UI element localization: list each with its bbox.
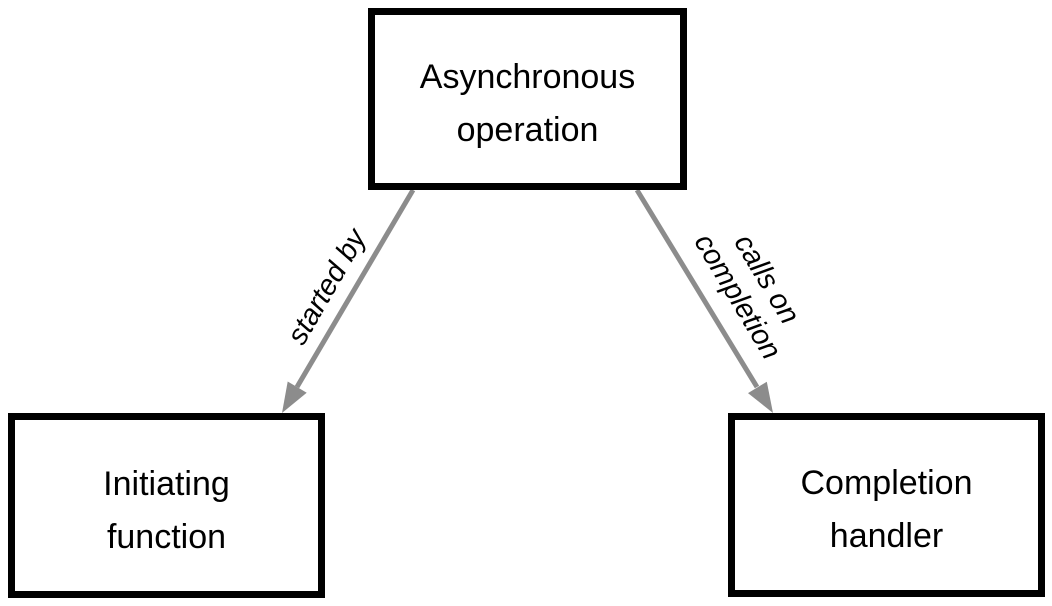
node-completion-handler: Completion handler [728, 413, 1045, 597]
node-label-line: Initiating [103, 464, 230, 503]
node-label-line: handler [829, 517, 944, 555]
calls-on-completion-arrow-line [634, 188, 760, 389]
node-label-line: function [106, 517, 227, 556]
node-label-line: Asynchronous [419, 58, 636, 96]
started-by-arrowhead [282, 381, 307, 413]
calls-on-completion-arrowhead [748, 381, 773, 413]
node-asynchronous-operation: Asynchronous operation [368, 8, 687, 190]
node-label-line: operation [456, 111, 599, 149]
node-label-line: Completion [800, 464, 973, 502]
started-by-arrow-line [294, 188, 416, 389]
node-initiating-function: Initiating function [8, 413, 325, 598]
